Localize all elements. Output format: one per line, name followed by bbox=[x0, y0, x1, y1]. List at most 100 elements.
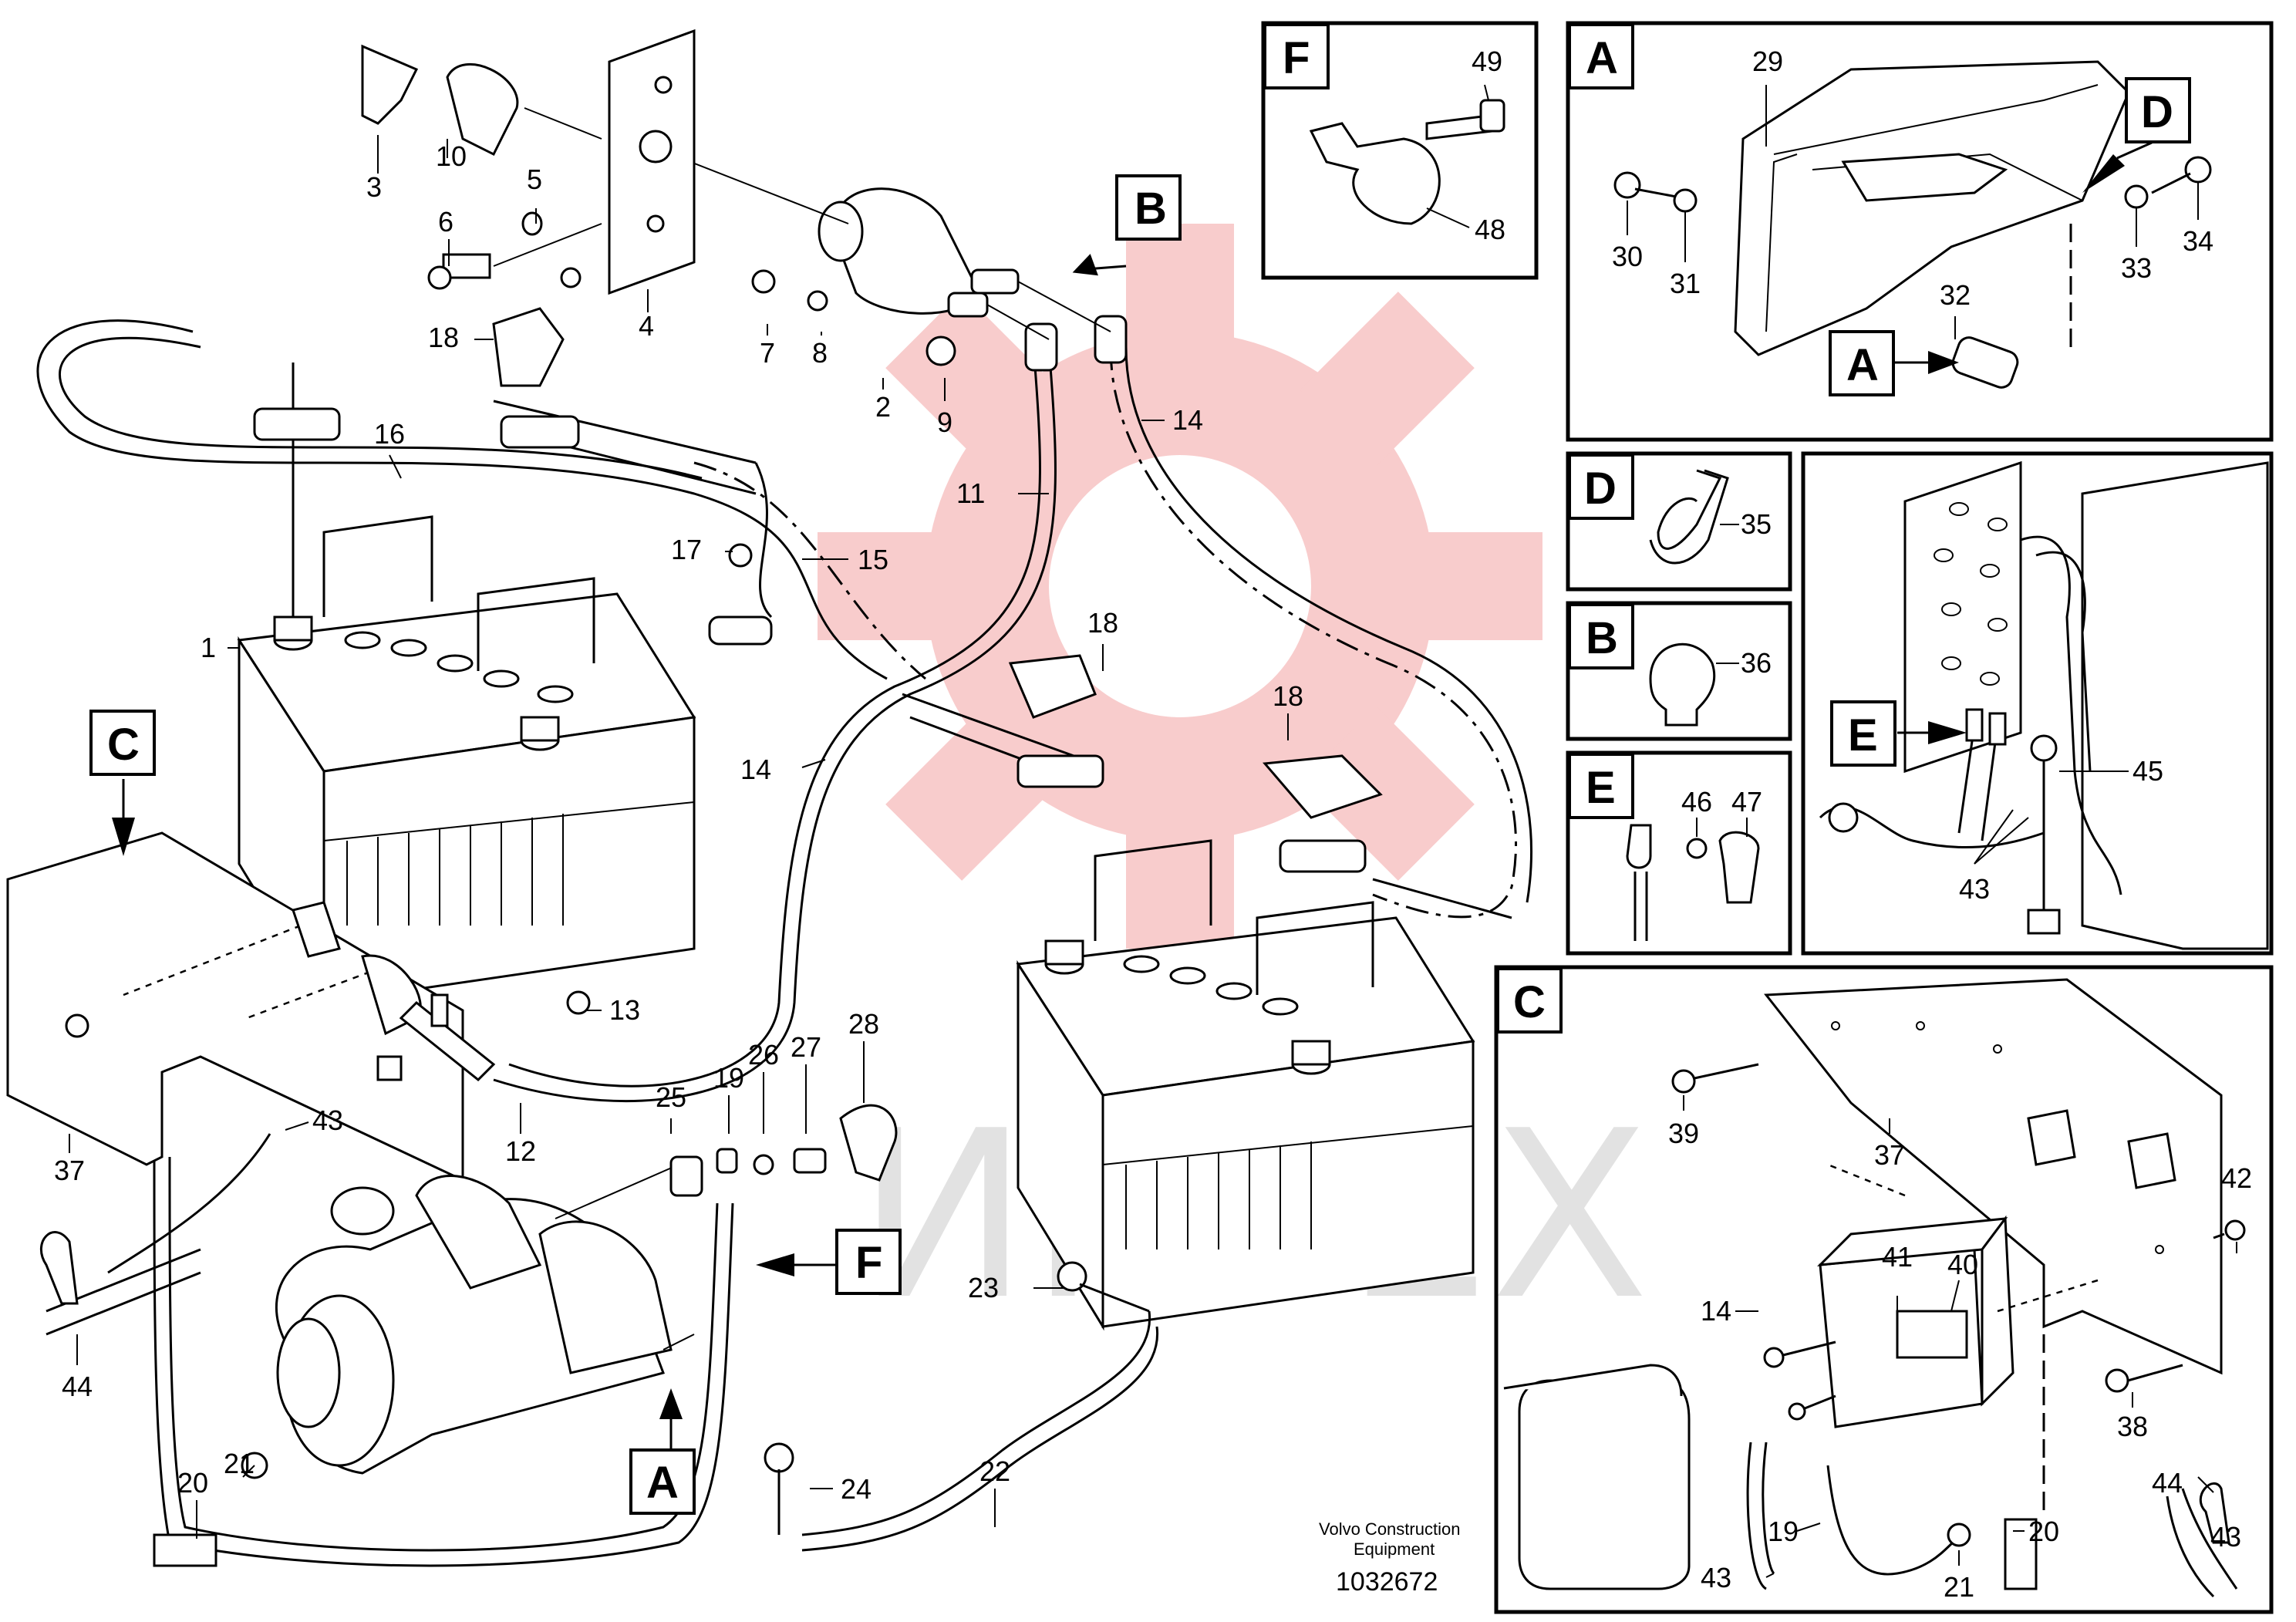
callout-27: 27 bbox=[791, 1031, 821, 1063]
detail-a-callout-34: 34 bbox=[2183, 225, 2213, 257]
callout-5: 5 bbox=[527, 164, 542, 195]
callout-4: 4 bbox=[639, 310, 654, 342]
starter-motor bbox=[275, 1164, 695, 1475]
detail-box-c: C bbox=[1494, 965, 2274, 1614]
detail-c-callout-19: 19 bbox=[1768, 1516, 1799, 1547]
detail-a-tag-a: A bbox=[1846, 340, 1879, 390]
callout-3: 3 bbox=[366, 171, 382, 203]
pointer-arrows bbox=[112, 254, 1127, 1450]
detail-a-callout-32: 32 bbox=[1940, 279, 1971, 311]
callout-2: 2 bbox=[875, 391, 891, 423]
credit-block: Volvo Construction Equipment 1032672 bbox=[1319, 1519, 1460, 1597]
detail-box-e: E 46 47 bbox=[1566, 750, 1792, 956]
detail-c-callout-21: 21 bbox=[1944, 1571, 1974, 1603]
main-view-tags: B C F A bbox=[89, 174, 1182, 1515]
detail-b-tag: B bbox=[1586, 613, 1618, 663]
detail-a-callout-29: 29 bbox=[1752, 46, 1783, 77]
view-tag-f: F bbox=[855, 1238, 882, 1288]
callout-15: 15 bbox=[858, 544, 888, 575]
callout-13: 13 bbox=[609, 994, 640, 1026]
detail-box-f: F 49 48 bbox=[1261, 21, 1539, 280]
detail-c-callout-42: 42 bbox=[2221, 1162, 2252, 1194]
starter-relay bbox=[670, 153, 1111, 340]
detail-b-callout-36: 36 bbox=[1741, 647, 1772, 679]
detail-c-callout-43-right: 43 bbox=[2210, 1521, 2241, 1553]
callout-12: 12 bbox=[505, 1135, 536, 1167]
callout-14-top: 14 bbox=[1172, 404, 1203, 436]
detail-f-callout-48: 48 bbox=[1475, 214, 1505, 245]
cables bbox=[36, 319, 1533, 1567]
callout-44: 44 bbox=[62, 1371, 93, 1402]
detail-box-d: D 35 bbox=[1566, 451, 1792, 592]
terminals bbox=[253, 307, 1383, 873]
callout-8: 8 bbox=[812, 337, 828, 369]
callout-6: 6 bbox=[438, 206, 453, 238]
callout-37: 37 bbox=[54, 1155, 85, 1186]
view-tag-c: C bbox=[107, 720, 140, 770]
callout-17: 17 bbox=[671, 534, 702, 565]
detail-a-callout-30: 30 bbox=[1612, 241, 1643, 272]
watermark bbox=[818, 224, 1542, 949]
document-number: 1032672 bbox=[1336, 1567, 1438, 1597]
callout-18-right: 18 bbox=[1273, 680, 1303, 712]
callout-26: 26 bbox=[748, 1039, 779, 1071]
detail-photo-tag-e: E bbox=[1848, 710, 1878, 760]
hardware bbox=[40, 265, 1150, 1567]
callout-7: 7 bbox=[760, 337, 775, 369]
detail-c-callout-43-bottom: 43 bbox=[1701, 1562, 1731, 1593]
callout-24: 24 bbox=[841, 1473, 872, 1505]
view-tag-a: A bbox=[646, 1458, 679, 1508]
detail-e-tag: E bbox=[1586, 763, 1616, 813]
battery-left bbox=[237, 515, 696, 1007]
detail-d-callout-35: 35 bbox=[1741, 508, 1772, 540]
callout-43: 43 bbox=[312, 1104, 343, 1136]
credit-line-2: Equipment bbox=[1354, 1539, 1435, 1559]
detail-photo-callout-43: 43 bbox=[1959, 873, 1990, 905]
detail-d-tag: D bbox=[1584, 464, 1617, 514]
view-tag-b: B bbox=[1135, 184, 1167, 234]
detail-c-callout-37: 37 bbox=[1874, 1139, 1905, 1171]
leader-lines bbox=[69, 135, 1289, 1539]
watermark-gear-icon bbox=[818, 224, 1542, 949]
detail-c-callout-44: 44 bbox=[2152, 1467, 2183, 1499]
callout-28: 28 bbox=[848, 1008, 879, 1040]
callout-18-top: 18 bbox=[428, 322, 459, 353]
detail-c-tag: C bbox=[1513, 977, 1546, 1027]
detail-c-callout-40: 40 bbox=[1947, 1249, 1978, 1280]
bracket-plate bbox=[361, 29, 696, 295]
main-callouts: 3 10 5 6 4 18 7 8 2 9 14 11 16 17 15 1 1… bbox=[54, 140, 1303, 1505]
credit-line-1: Volvo Construction bbox=[1319, 1519, 1460, 1539]
callout-1: 1 bbox=[201, 632, 216, 663]
callout-19: 19 bbox=[713, 1062, 744, 1094]
detail-a-callout-33: 33 bbox=[2121, 252, 2152, 284]
callout-23: 23 bbox=[968, 1272, 999, 1303]
detail-a-callout-31: 31 bbox=[1670, 268, 1701, 299]
callout-20: 20 bbox=[177, 1467, 208, 1499]
callout-22: 22 bbox=[979, 1455, 1010, 1487]
detail-f-callout-49: 49 bbox=[1472, 46, 1502, 77]
callout-11: 11 bbox=[956, 477, 985, 509]
callout-9: 9 bbox=[937, 406, 952, 438]
detail-box-photo: E 45 43 bbox=[1801, 451, 2274, 956]
callout-25: 25 bbox=[656, 1081, 686, 1113]
callout-10: 10 bbox=[436, 140, 467, 172]
battery-right bbox=[1016, 839, 1475, 1331]
detail-f-tag: F bbox=[1283, 33, 1310, 83]
callout-16: 16 bbox=[374, 418, 405, 450]
detail-photo-callout-45: 45 bbox=[2132, 755, 2163, 787]
detail-e-callout-47: 47 bbox=[1731, 786, 1762, 818]
detail-c-callout-39: 39 bbox=[1668, 1118, 1699, 1149]
detail-a-tag: A bbox=[1586, 33, 1618, 83]
detail-box-a: A 29 30 31 32 33 34 D A bbox=[1566, 21, 2274, 442]
mounting-plate bbox=[6, 831, 496, 1182]
detail-box-b: B 36 bbox=[1566, 601, 1792, 741]
detail-a-tag-d: D bbox=[2141, 87, 2173, 137]
callout-14-mid: 14 bbox=[740, 754, 771, 785]
callout-21: 21 bbox=[224, 1448, 255, 1479]
detail-c-callout-38: 38 bbox=[2117, 1411, 2148, 1442]
detail-e-callout-46: 46 bbox=[1681, 786, 1712, 818]
detail-c-callout-41: 41 bbox=[1882, 1241, 1913, 1273]
detail-c-callout-20: 20 bbox=[2028, 1516, 2059, 1547]
callout-18-mid: 18 bbox=[1087, 607, 1118, 639]
